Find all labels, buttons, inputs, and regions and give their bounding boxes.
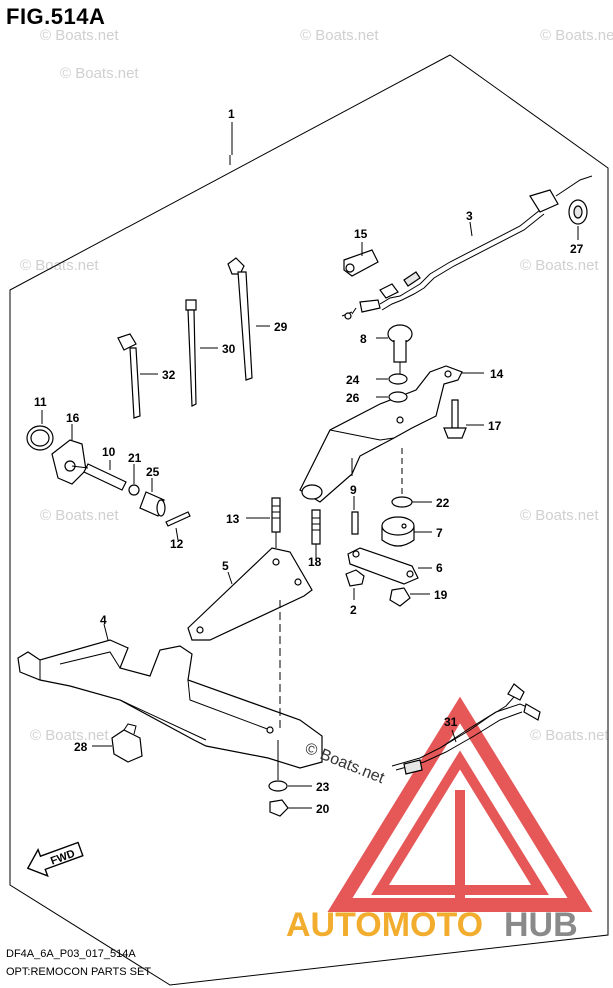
part-32-cable-tie — [117, 333, 141, 419]
part-7-knob — [381, 516, 415, 547]
figure-title: FIG.514A — [6, 4, 106, 29]
assembly-frame — [9, 54, 609, 986]
brand-right-text: HUB — [504, 906, 578, 944]
callout-31: 31 — [444, 715, 458, 729]
part-12-spring-pin — [165, 511, 191, 527]
figure-code: DF4A_6A_P03_017_514A — [6, 948, 136, 960]
brand-left-text: AUTOMOTO — [286, 906, 483, 944]
callout-1: 1 — [228, 107, 235, 121]
watermark-text: © Boats.net — [40, 27, 119, 44]
part-11-ring — [26, 425, 54, 451]
callout-5: 5 — [222, 559, 229, 573]
part-14-arm — [299, 365, 463, 503]
callout-17: 17 — [488, 419, 502, 433]
part-10-pin — [83, 463, 127, 491]
part-20-nut — [269, 799, 289, 817]
fwd-label: FWD — [49, 848, 77, 868]
watermark-text: © Boats.net — [20, 257, 99, 274]
part-23-washer — [268, 780, 288, 792]
watermark-text: © Boats.net — [530, 727, 609, 744]
assembly-lines — [71, 362, 403, 780]
fwd-arrow-icon: FWD — [26, 841, 84, 878]
part-13-stud — [271, 497, 281, 533]
watermark-text: © Boats.net — [300, 27, 379, 44]
callout-28: 28 — [74, 740, 88, 754]
part-30-cable-tie — [185, 299, 197, 407]
callout-19: 19 — [434, 588, 448, 602]
part-4-bracket — [17, 639, 323, 769]
watermark-group: © Boats.net © Boats.net © Boats.net © Bo… — [20, 27, 613, 744]
part-2-nut — [345, 569, 365, 587]
callout-21: 21 — [128, 451, 142, 465]
part-8-bolt — [387, 324, 413, 363]
leader-lines — [41, 122, 579, 809]
figure-set-name: OPT:REMOCON PARTS SET — [6, 966, 152, 978]
part-15-cable-end — [343, 249, 379, 277]
callout-25: 25 — [146, 465, 160, 479]
callout-10: 10 — [102, 445, 116, 459]
callout-labels: 1 2 3 4 5 6 7 8 9 10 11 12 13 14 15 16 1… — [34, 107, 584, 816]
callout-2: 2 — [350, 603, 357, 617]
watermark-text: © Boats.net — [30, 727, 109, 744]
callout-8: 8 — [360, 332, 367, 346]
callout-14: 14 — [490, 367, 504, 381]
callout-18: 18 — [308, 555, 322, 569]
automotohub-logo-icon — [327, 696, 593, 912]
callout-16: 16 — [66, 411, 80, 425]
callout-3: 3 — [466, 209, 473, 223]
callout-13: 13 — [226, 512, 240, 526]
part-21-ring — [128, 484, 140, 496]
part-22-washer — [391, 496, 413, 508]
part-31-harness — [391, 683, 541, 775]
automotohub-brand: AUTOMOTO HUB — [286, 906, 578, 944]
callout-20: 20 — [316, 802, 330, 816]
part-29-cable-tie — [227, 257, 253, 381]
callout-32: 32 — [162, 368, 176, 382]
callout-26: 26 — [346, 391, 360, 405]
part-5-plate — [187, 547, 313, 641]
part-16-clamp — [51, 439, 87, 485]
watermark-text: © Boats.net — [60, 65, 139, 82]
callout-29: 29 — [274, 320, 288, 334]
callout-30: 30 — [222, 342, 236, 356]
callout-15: 15 — [354, 227, 368, 241]
part-18-stud — [311, 509, 321, 545]
watermark-text: © Boats.net — [520, 507, 599, 524]
part-26-washer — [388, 391, 408, 403]
part-3-cable — [341, 175, 593, 320]
part-17-bolt — [443, 399, 467, 439]
watermark-text: © Boats.net — [520, 257, 599, 274]
watermark-text: © Boats.net — [40, 507, 119, 524]
callout-12: 12 — [170, 537, 184, 551]
callout-9: 9 — [350, 483, 357, 497]
part-6-link — [347, 547, 419, 585]
part-19-nut — [389, 587, 411, 607]
callout-4: 4 — [100, 613, 107, 627]
callout-11: 11 — [34, 395, 47, 409]
watermark-text: © Boats.net — [540, 27, 613, 44]
callout-24: 24 — [346, 373, 360, 387]
part-9-stud — [351, 511, 359, 535]
part-27-bushing — [568, 199, 588, 225]
part-25-sleeve — [139, 491, 166, 517]
part-24-washer — [388, 373, 408, 385]
callout-23: 23 — [316, 780, 330, 794]
callout-7: 7 — [436, 526, 443, 540]
callout-6: 6 — [436, 561, 443, 575]
part-28-clip — [111, 723, 143, 763]
callout-22: 22 — [436, 496, 450, 510]
callout-27: 27 — [570, 242, 584, 256]
